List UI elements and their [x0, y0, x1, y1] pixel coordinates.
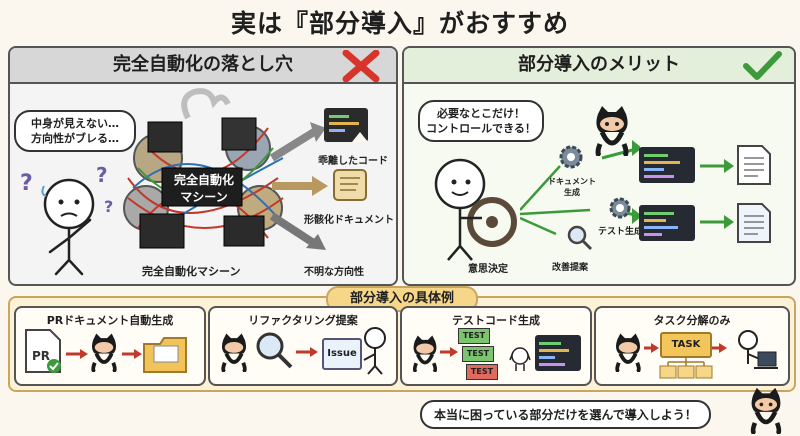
document-icon [737, 145, 771, 185]
control-line-1: 必要なとこだけ！ [437, 107, 525, 120]
machine-label: 完全自動化 マシーン [160, 171, 248, 205]
octocat-icon [615, 333, 641, 372]
driver-person-icon [434, 158, 517, 261]
dog-icon [509, 347, 531, 371]
octocat-icon [595, 106, 629, 156]
example-title: リファクタリング提案 [248, 314, 358, 327]
test-tag: TEST [462, 346, 494, 362]
flow-arrows [712, 343, 727, 353]
svg-text:?: ? [20, 171, 33, 196]
svg-text:?: ? [96, 163, 108, 187]
output-arrows [700, 159, 734, 229]
flow-arrows [66, 349, 142, 359]
tool-label-docs: ドキュメント 生成 [548, 177, 596, 197]
folder-icon [143, 337, 187, 373]
tool-label-improve: 改善提案 [552, 263, 589, 273]
flow-arrows [644, 343, 659, 353]
code-window-icon [639, 147, 695, 183]
control-line-2: コントロールできる！ [426, 122, 536, 135]
output-arrows [270, 122, 328, 250]
code-window-icon [535, 335, 581, 371]
test-tag: TEST [458, 328, 490, 344]
pr-tag: PR [32, 349, 50, 363]
magnifier-icon [256, 332, 293, 369]
task-card: TASK [660, 332, 712, 358]
confused-line-1: 中身が見えない… [31, 117, 119, 130]
output-label-broken-code: 乖離したコード [318, 156, 388, 167]
document-icon [737, 203, 771, 243]
code-window-icon [639, 205, 695, 241]
cross-icon [342, 50, 380, 82]
pr-file-icon: PR [25, 329, 61, 373]
pitfall-panel: 完全自動化の落とし穴 [8, 46, 398, 286]
svg-text:?: ? [104, 197, 113, 216]
check-icon [743, 51, 782, 80]
gear-icon [609, 197, 631, 219]
output-label-document: 形骸化ドキュメント [304, 215, 394, 226]
gear-icon [559, 145, 583, 169]
scroll-document-icon [333, 169, 367, 201]
flow-arrows [440, 347, 458, 357]
example-title: PRドキュメント自動生成 [46, 314, 174, 327]
steering-label: 意思決定 [468, 264, 508, 275]
control-bubble: 必要なとこだけ！ コントロールできる！ [418, 100, 544, 142]
octocat-icon [750, 387, 782, 434]
pitfall-heading: 完全自動化の落とし穴 [10, 48, 396, 84]
automation-machine-icon [123, 88, 284, 249]
octocat-icon [221, 333, 247, 372]
person-laptop-icon [738, 330, 778, 369]
confused-line-2: 方向性がブレる… [31, 132, 119, 145]
issue-card: Issue [322, 338, 362, 370]
footer-message: 本当に困っている部分だけを選んで導入しよう！ [420, 400, 711, 429]
broken-code-icon [324, 108, 368, 142]
confused-bubble: 中身が見えない… 方向性がブレる… [14, 110, 136, 152]
octocat-icon [91, 333, 117, 372]
test-tag: TEST [466, 364, 498, 380]
example-title: テストコード生成 [452, 314, 540, 327]
page-title: 実は『部分導入』がおすすめ [230, 9, 569, 38]
flow-arrows [296, 347, 318, 357]
machine-label-line-2: マシーン [180, 190, 228, 204]
tool-label-test: テスト生成 [598, 227, 644, 237]
machine-label-line-1: 完全自動化 [173, 173, 234, 187]
example-title: タスク分解のみ [653, 314, 731, 327]
confused-person-icon: ? ? ? [20, 163, 113, 276]
person-icon [363, 327, 386, 375]
merit-heading: 部分導入のメリット [404, 48, 794, 84]
subtask-blocks-icon [659, 356, 713, 379]
octocat-icon [412, 335, 438, 372]
magnifier-icon [567, 225, 593, 251]
output-label-direction: 不明な方向性 [304, 267, 364, 278]
machine-caption: 完全自動化マシーン [142, 265, 241, 278]
